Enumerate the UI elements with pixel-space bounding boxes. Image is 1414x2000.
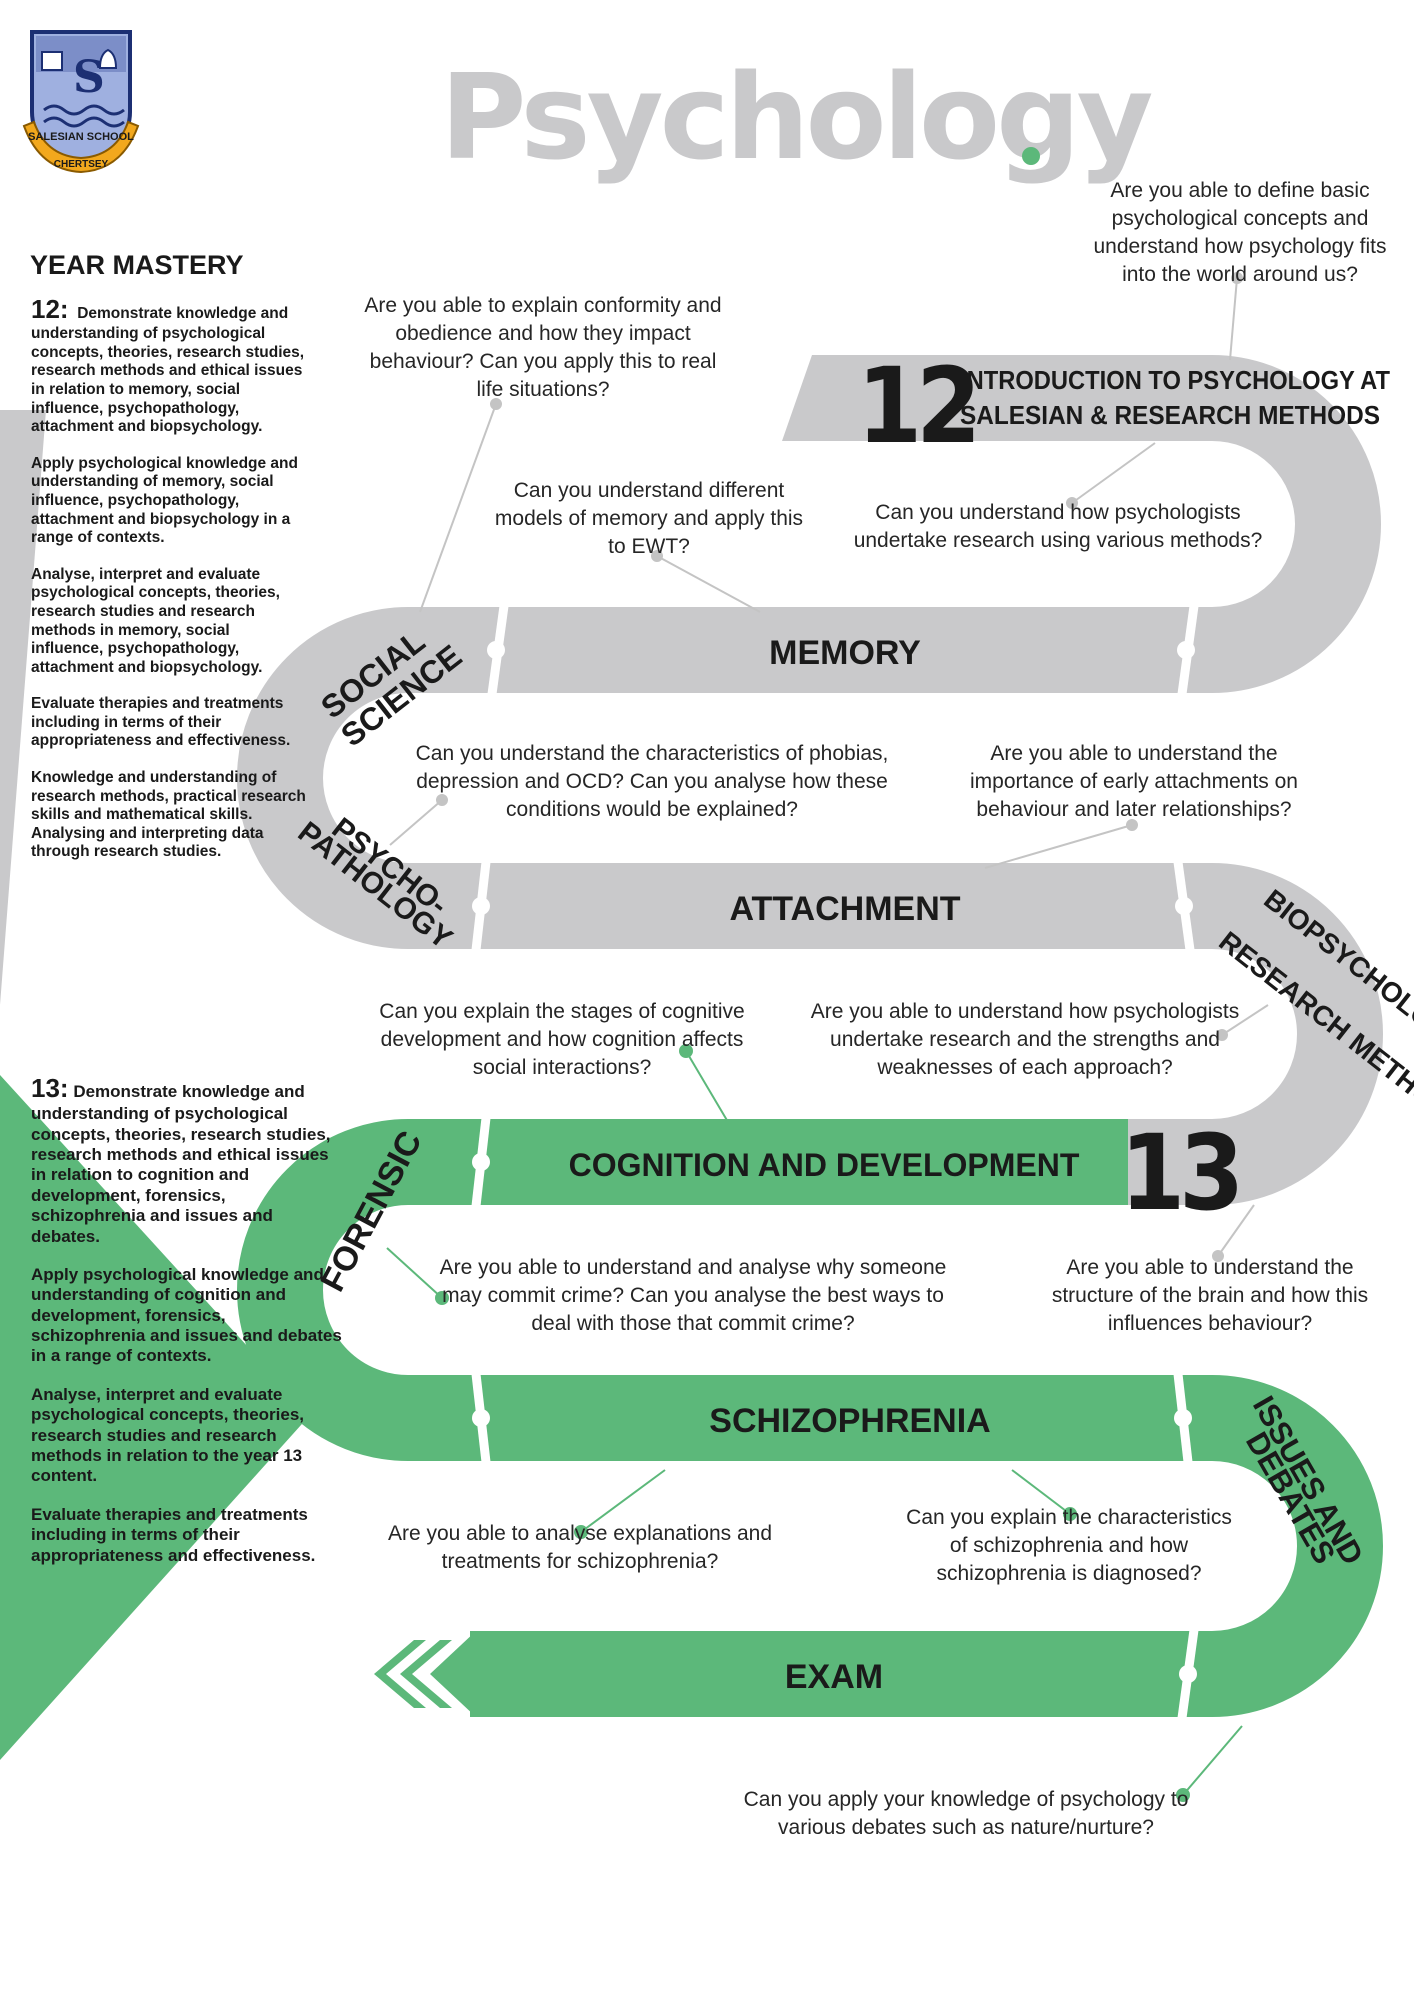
question-crime: Are you able to understand and analyse w… — [439, 1256, 947, 1335]
cognition-label: COGNITION AND DEVELOPMENT — [569, 1147, 1080, 1183]
year13-mastery: 13: Demonstrate knowledge and understand… — [31, 1073, 343, 1584]
road-curve-2 — [237, 607, 410, 949]
year12-number: 12: — [31, 294, 69, 324]
year13-number: 13: — [31, 1073, 69, 1103]
year-mastery-heading: YEAR MASTERY — [30, 250, 244, 280]
year12-marker: 12 — [857, 345, 975, 467]
page-title: Psychology — [440, 48, 1153, 186]
question-phobias: Can you understand the characteristics o… — [415, 742, 889, 821]
year12-point: Analyse, interpret and evaluate psycholo… — [31, 565, 280, 676]
memory-label: MEMORY — [769, 634, 921, 672]
attachment-label: ATTACHMENT — [729, 890, 960, 928]
year13-point: Analyse, interpret and evaluate psycholo… — [31, 1384, 305, 1486]
question-intro: Are you able to define basic psychologic… — [1093, 179, 1387, 286]
year13-point: Demonstrate knowledge and understanding … — [31, 1082, 331, 1246]
year12-point: Apply psychological knowledge and unders… — [31, 454, 298, 547]
road-start-slant — [782, 355, 830, 441]
road-curve-3 — [1210, 863, 1383, 1205]
schizophrenia-label: SCHIZOPHRENIA — [709, 1402, 990, 1440]
question-research: Can you understand how psychologists und… — [853, 501, 1263, 552]
year13-point: Evaluate therapies and treatments includ… — [31, 1504, 316, 1565]
year13-marker: 13 — [1120, 1112, 1238, 1234]
road-curve-5 — [1210, 1375, 1383, 1717]
school-logo: S SALESIAN SCHOOL CHERTSEY — [22, 30, 140, 174]
year13-point: Apply psychological knowledge and unders… — [31, 1264, 342, 1366]
question-memory: Can you understand different models of m… — [494, 479, 804, 558]
question-schizo-treat: Are you able to analyse explanations and… — [387, 1522, 773, 1573]
intro-label-line1: INTRODUCTION TO PSYCHOLOGY AT — [960, 365, 1390, 395]
question-debates: Can you apply your knowledge of psycholo… — [743, 1788, 1189, 1839]
grey-decor-triangle — [0, 410, 46, 1005]
title-dot — [1022, 147, 1040, 165]
road-curve-1 — [1210, 355, 1381, 693]
question-attachment: Are you able to understand the importanc… — [969, 742, 1298, 821]
exam-arrowhead — [430, 1631, 476, 1717]
question-brain: Are you able to understand the structure… — [1051, 1256, 1369, 1335]
green-decor-triangle — [0, 1075, 310, 1760]
question-approaches: Are you able to understand how psycholog… — [810, 1000, 1240, 1079]
question-schizo-diag: Can you explain the characteristics of s… — [906, 1506, 1232, 1585]
intro-label-line2: SALESIAN & RESEARCH METHODS — [960, 400, 1380, 430]
svg-text:S: S — [73, 52, 105, 103]
exam-chevron-1 — [400, 1640, 452, 1708]
exam-chevron-2 — [374, 1640, 426, 1708]
year12-point: Knowledge and understanding of research … — [31, 769, 306, 861]
logo-name: SALESIAN SCHOOL — [28, 131, 134, 143]
road-curve-4 — [237, 1119, 410, 1461]
exam-label: EXAM — [785, 1658, 883, 1696]
year12-point: Demonstrate knowledge and understanding … — [31, 305, 305, 436]
question-cognition: Can you explain the stages of cognitive … — [379, 1000, 745, 1079]
year12-mastery: 12: Demonstrate knowledge and understand… — [31, 294, 306, 880]
year12-point: Evaluate therapies and treatments includ… — [31, 695, 291, 750]
question-conformity: Are you able to explain conformity and o… — [364, 294, 722, 401]
logo-place: CHERTSEY — [54, 159, 109, 170]
